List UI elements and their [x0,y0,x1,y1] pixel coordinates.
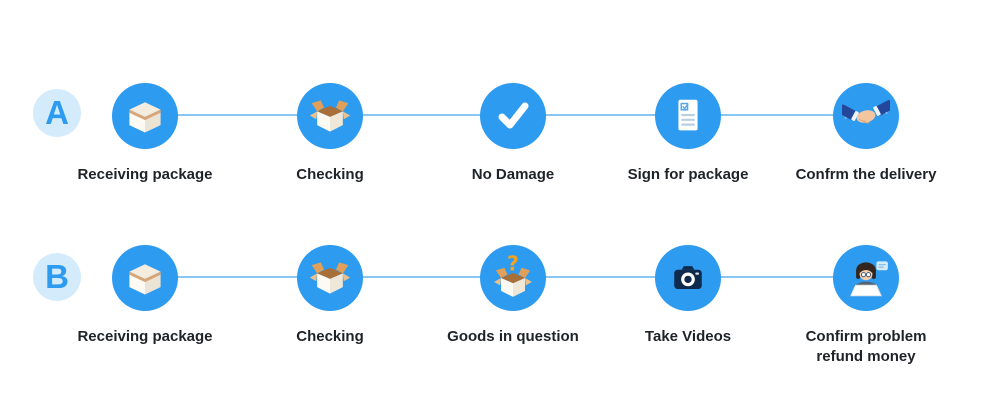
step-label: Receiving package [77,328,213,345]
step-goods-in-question: Goods in question [428,245,598,347]
row-b-letter: B [33,253,81,301]
step-label: Take Videos [644,328,732,345]
customer-service-icon [833,245,899,311]
step-sign-for-package: Sign for package [603,83,773,185]
checkmark-icon [480,83,546,149]
package-box-icon [112,83,178,149]
step-label: Confirm problem refund money [805,328,927,366]
step-label: Sign for package [627,166,749,183]
step-checking-a: Checking [245,83,415,185]
step-label: Goods in question [447,328,579,345]
step-take-videos: Take Videos [603,245,773,347]
open-box-icon [297,245,363,311]
step-checking-b: Checking [245,245,415,347]
step-confirm-problem: Confirm problem refund money [791,245,941,368]
step-receiving-package-a: Receiving package [60,83,230,185]
sign-document-icon [655,83,721,149]
step-label: No Damage [471,166,555,183]
step-label: Confrm the delivery [795,166,937,183]
step-label: Checking [296,328,364,345]
open-box-icon [297,83,363,149]
step-label: Receiving package [77,166,213,183]
step-confirm-delivery: Confrm the delivery [781,83,951,185]
row-a-letter: A [33,89,81,137]
step-receiving-package-b: Receiving package [60,245,230,347]
step-label: Checking [296,166,364,183]
step-no-damage: No Damage [428,83,598,185]
handshake-icon [833,83,899,149]
camera-icon [655,245,721,311]
package-box-icon [112,245,178,311]
question-box-icon [480,245,546,311]
